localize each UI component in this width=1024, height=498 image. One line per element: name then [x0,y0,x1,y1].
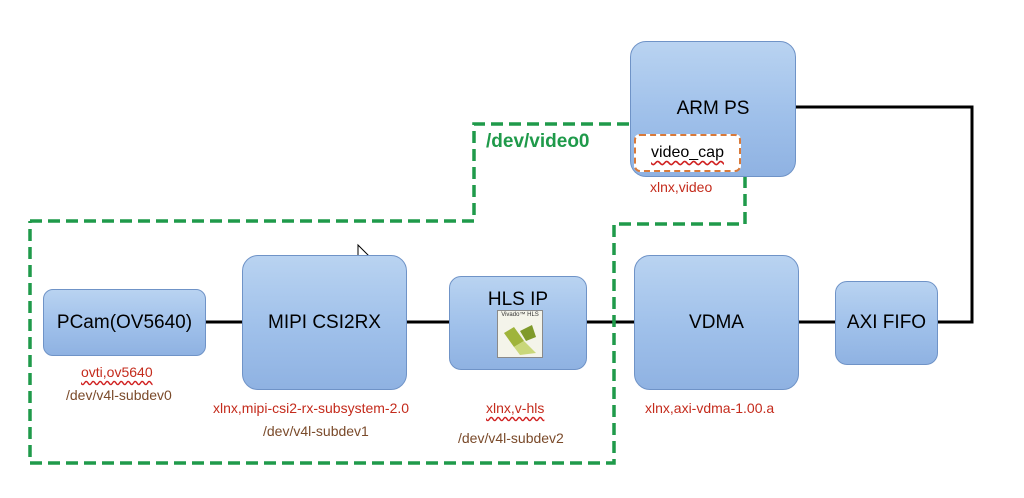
pcam-compat-text: ovti,ov5640 [81,364,153,380]
vdma-compat-label: xlnx,axi-vdma-1.00.a [645,400,775,416]
vivado-logo-text: Vivado™ HLS [501,312,539,318]
dev-video0-region [28,122,747,465]
pcam-block: PCam(OV5640) [43,289,206,356]
vivado-icon [504,325,536,355]
axi-fifo-label: AXI FIFO [846,312,927,333]
mipi-compat-label: xlnx,mipi-csi2-rx-subsystem-2.0 [213,400,410,416]
vivado-hls-logo: Vivado™ HLS [497,310,543,358]
vdma-label: VDMA [689,311,744,333]
mipi-dev-label: /dev/v4l-subdev1 [263,423,369,439]
arm-ps-label: ARM PS [676,98,750,119]
video-cap-box: video_cap [634,134,741,172]
mipi-csi2rx-block: MIPI CSI2RX [242,255,407,390]
hls-label: HLS IP [487,289,549,310]
pcam-label: PCam(OV5640) [56,311,193,333]
hls-compat-label: xlnx,v-hls [486,400,544,416]
dev-video0-label: /dev/video0 [486,131,590,152]
pcam-dev-label: /dev/v4l-subdev0 [66,387,172,403]
video-cap-label: video_cap [651,144,724,161]
xlnx-video-label: xlnx,video [650,179,713,195]
hls-compat-text: xlnx,v-hls [486,400,545,416]
axi-fifo-block: AXI FIFO [835,281,938,365]
vdma-block: VDMA [634,255,799,390]
mipi-label: MIPI CSI2RX [268,311,381,333]
link-fifo-armps [796,105,974,324]
pcam-compat-label: ovti,ov5640 [81,364,153,380]
hls-dev-label: /dev/v4l-subdev2 [458,430,564,446]
